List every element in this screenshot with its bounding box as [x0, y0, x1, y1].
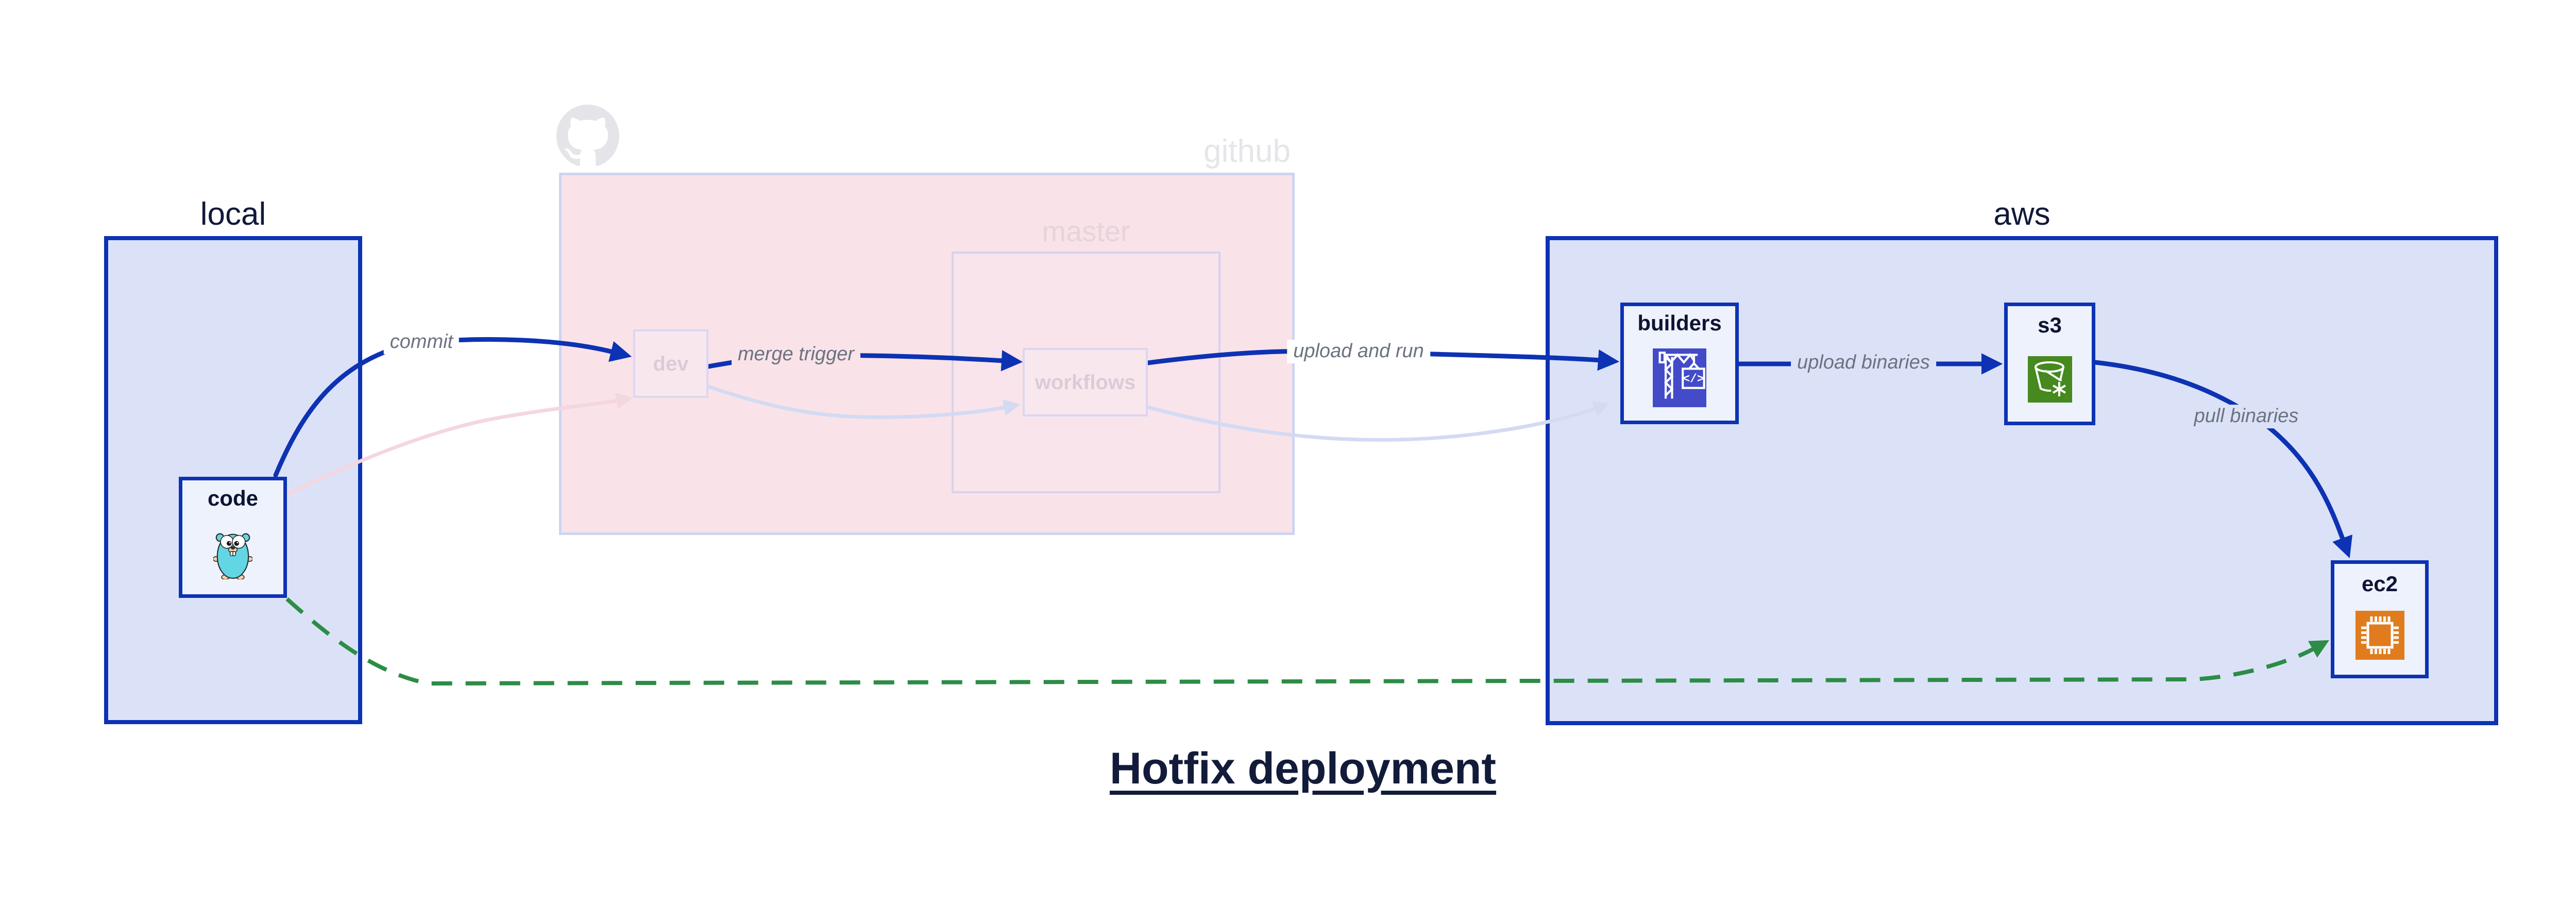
- ec2-label: ec2: [2361, 572, 2398, 596]
- aws-s3-glacier-bucket-icon: [2027, 356, 2072, 403]
- upload-and-run-edge-label: upload and run: [1287, 340, 1430, 363]
- local-label: local: [200, 196, 266, 232]
- github-logo-icon: [556, 105, 619, 166]
- s3-label: s3: [2038, 313, 2062, 337]
- node-dev: dev: [633, 329, 708, 398]
- merge-trigger-edge-label: merge trigger: [732, 343, 860, 366]
- svg-text:</>: </>: [1683, 372, 1704, 386]
- diagram-title: Hotfix deployment: [1109, 744, 1497, 793]
- go-gopher-icon: [213, 533, 252, 579]
- commit-edge-label: commit: [383, 330, 460, 354]
- aws-label: aws: [1993, 196, 2050, 232]
- code-label: code: [207, 486, 259, 510]
- builders-label: builders: [1637, 311, 1722, 335]
- pull-binaries-edge-label: pull binaries: [2188, 405, 2305, 428]
- node-builders: builders </>: [1620, 303, 1739, 424]
- dev-label: dev: [653, 352, 689, 375]
- node-workflows: workflows: [1023, 348, 1148, 416]
- workflows-label: workflows: [1035, 371, 1136, 394]
- github-label: github: [1204, 133, 1291, 169]
- upload-binaries-edge-label: upload binaries: [1791, 351, 1936, 375]
- node-code: code: [179, 477, 287, 598]
- master-label: master: [1042, 215, 1130, 247]
- aws-codebuild-crane-icon: </>: [1653, 348, 1706, 408]
- node-s3: s3: [2004, 303, 2095, 425]
- node-ec2: ec2: [2331, 560, 2429, 678]
- aws-ec2-chip-icon: [2355, 611, 2404, 660]
